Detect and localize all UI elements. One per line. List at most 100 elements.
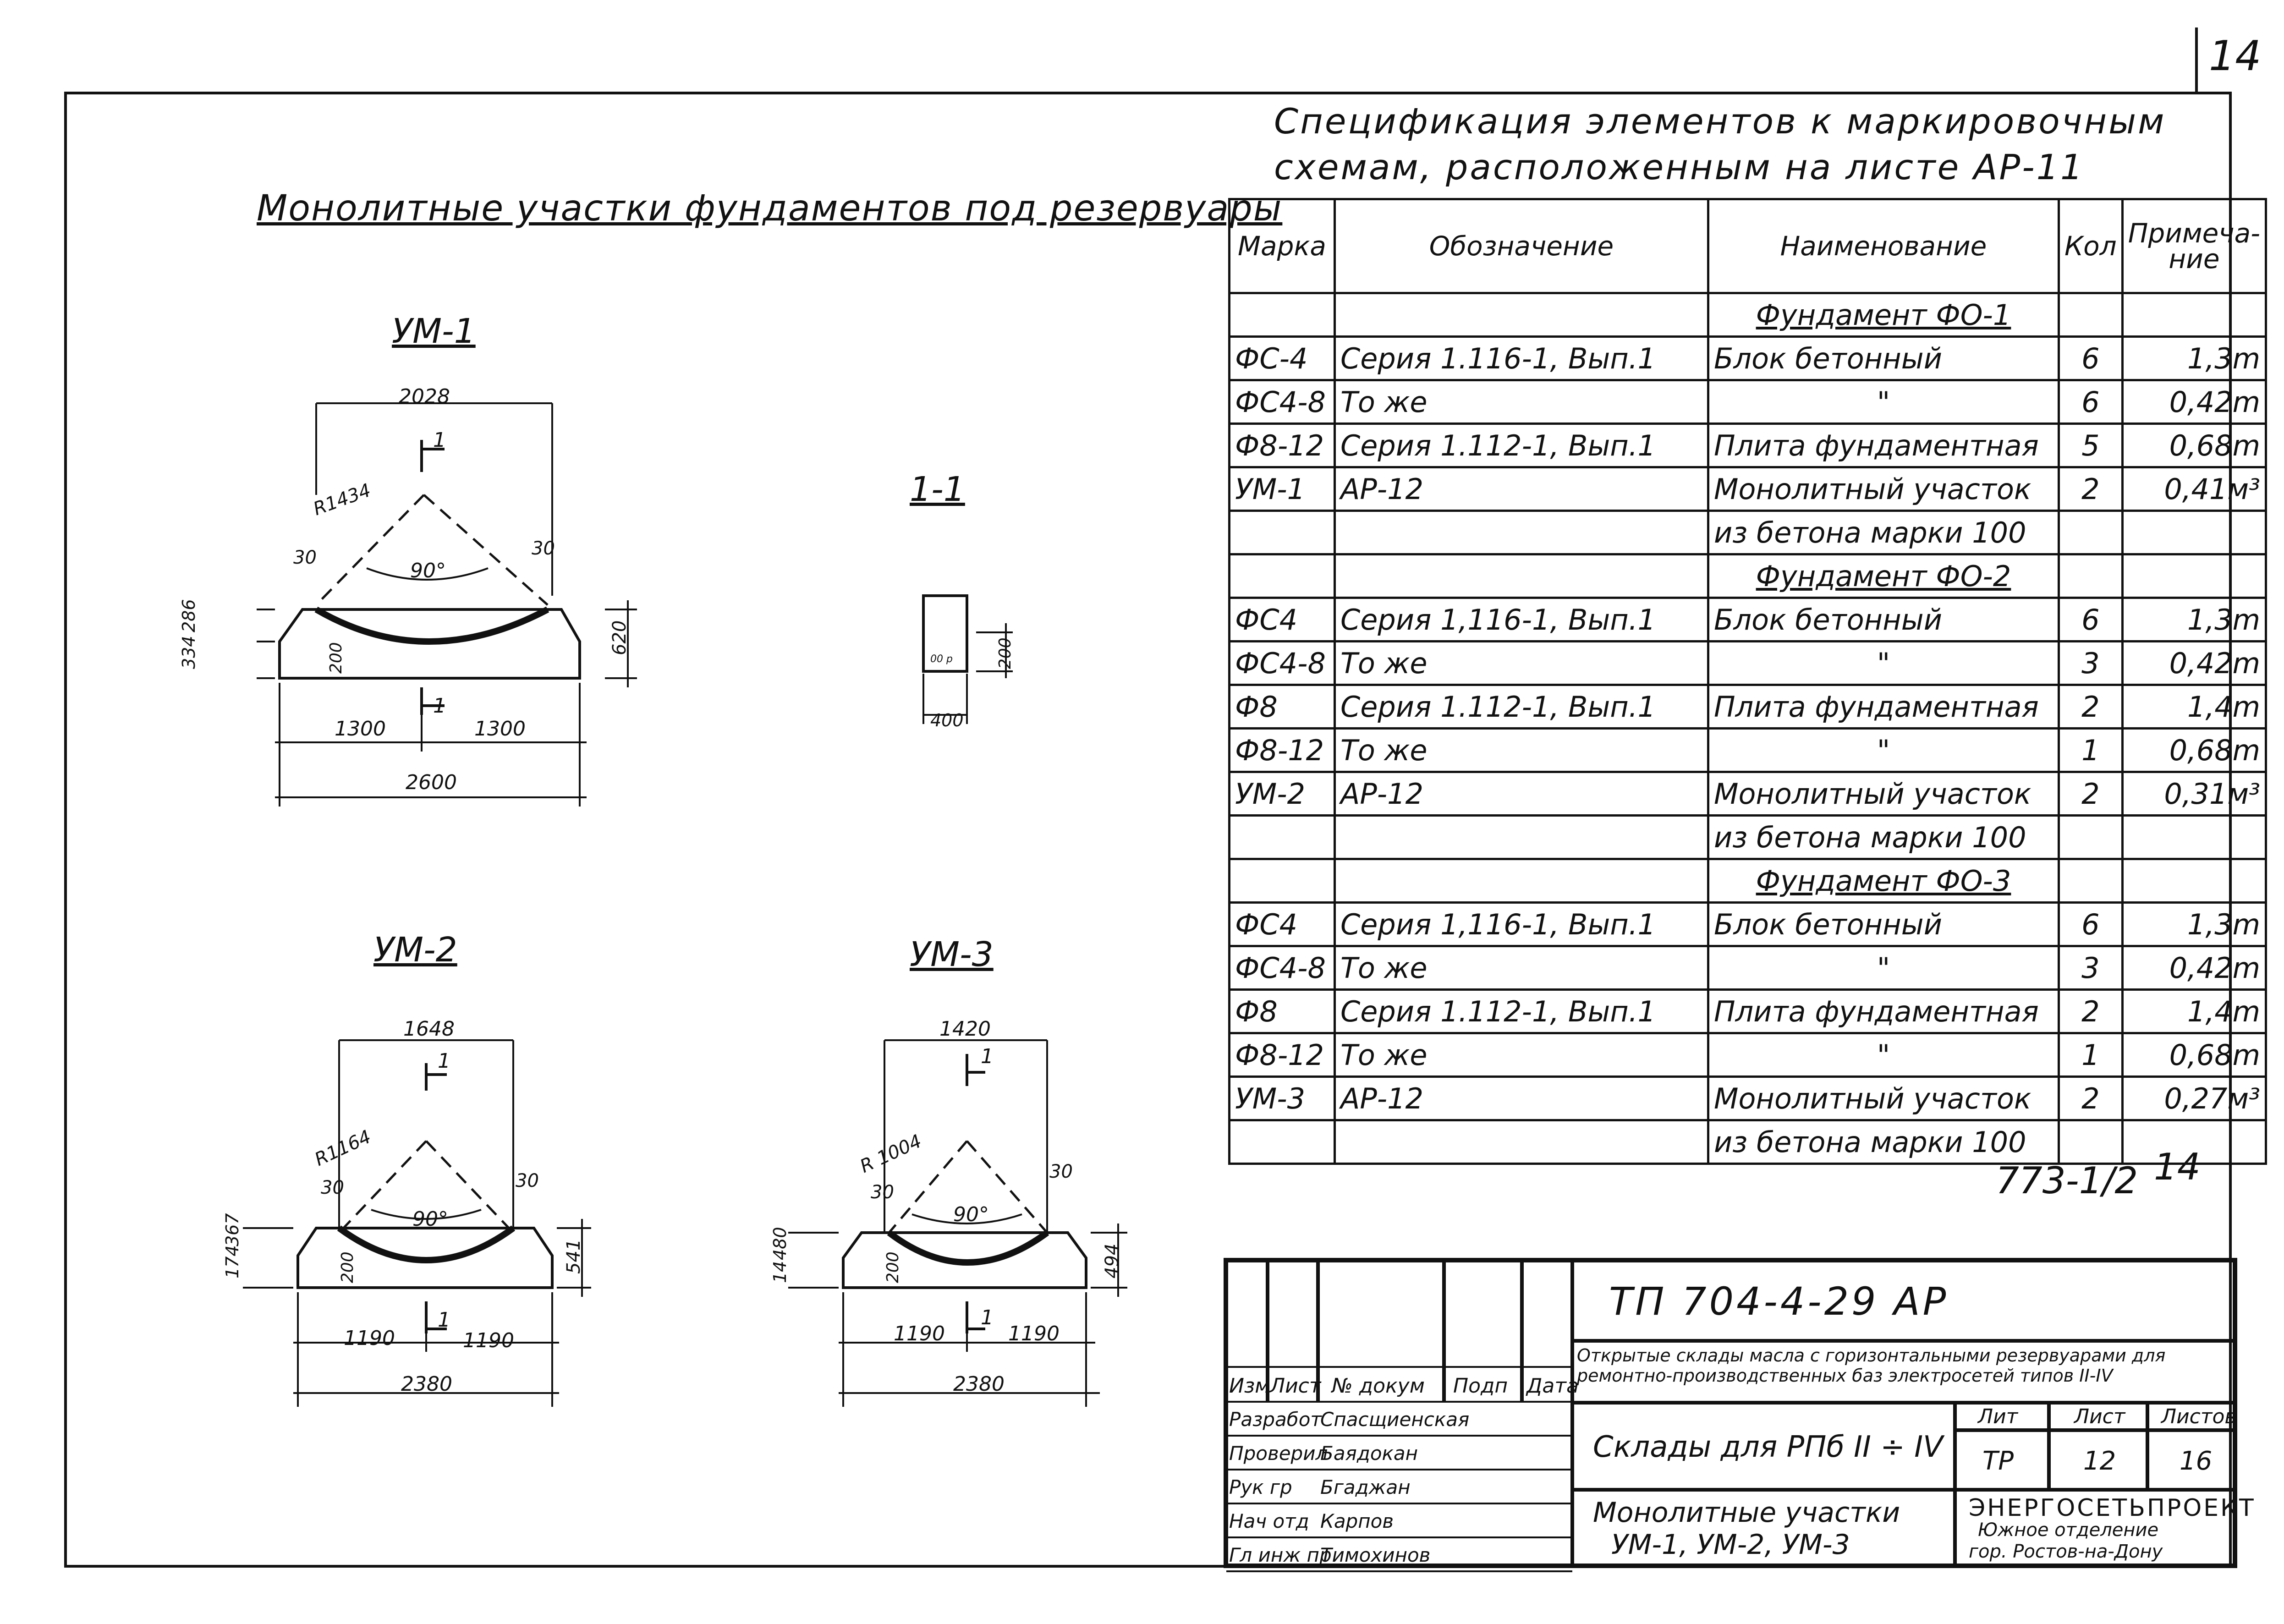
spec-cell-name: Блок бетонный: [1707, 901, 2060, 947]
spec-cell-qty: [2058, 858, 2124, 904]
spec-cell-note: [2121, 858, 2268, 904]
col-mark: Марка: [1228, 198, 1336, 294]
spec-cell-mark: ФС4: [1228, 597, 1336, 642]
spec-cell-qty: 2: [2058, 684, 2124, 730]
spec-cell-name: из бетона марки 100: [1707, 510, 2060, 555]
um1-side-a: 30: [293, 547, 317, 568]
um1-sec-top: 1: [433, 428, 446, 452]
frame-top: [64, 92, 2232, 94]
person: Баядокан: [1320, 1442, 1418, 1465]
um1-base-h: 200: [327, 642, 346, 674]
spec-cell-note: 1,4m: [2121, 988, 2268, 1034]
section-label: 1-1: [910, 470, 965, 509]
spec-cell-mark: ФС4: [1228, 901, 1336, 947]
spec-cell-designation: Серия 1.116-1, Вып.1: [1334, 335, 1709, 381]
um1-angle: 90°: [410, 559, 446, 582]
spec-cell-designation: Серия 1,116-1, Вып.1: [1334, 901, 1709, 947]
um3-angle: 90°: [953, 1203, 989, 1226]
um1-side-b: 30: [532, 538, 555, 559]
spec-cell-qty: [2058, 292, 2124, 338]
spec-cell-note: 1,4m: [2121, 684, 2268, 730]
spec-cell-note: 0,31м³: [2121, 771, 2268, 817]
spec-cell-mark: Ф8-12: [1228, 727, 1336, 773]
um2-base-h: 200: [338, 1251, 357, 1283]
um1-sec-bot: 1: [433, 694, 446, 718]
spec-cell-note: [2121, 553, 2268, 599]
spec-cell-name: Фундамент ФО-3: [1707, 858, 2060, 904]
spec-cell-mark: [1228, 858, 1336, 904]
spec-cell-qty: 6: [2058, 335, 2124, 381]
spec-cell-note: [2121, 510, 2268, 555]
section-w: 400: [930, 710, 964, 730]
spec-cell-designation: [1334, 510, 1709, 555]
hdr-doc: № докум: [1332, 1374, 1425, 1398]
spec-cell-note: 0,68m: [2121, 1032, 2268, 1078]
role: Нач отд: [1229, 1510, 1309, 1532]
person: Спасщиенская: [1320, 1408, 1470, 1431]
drawing-title: Монолитные участки фундаментов под резер…: [257, 188, 1283, 229]
spec-cell-note: 1,3m: [2121, 597, 2268, 642]
spec-cell-name: ": [1707, 379, 2060, 425]
um3-half-l: 1190: [894, 1322, 945, 1345]
um1-h-left-a: 334: [179, 636, 199, 669]
spec-cell-mark: УМ-3: [1228, 1075, 1336, 1121]
um3-side-b: 30: [1049, 1161, 1073, 1182]
spec-cell-designation: [1334, 814, 1709, 860]
um2-top-dim: 1648: [403, 1017, 455, 1041]
spec-cell-qty: 6: [2058, 901, 2124, 947]
doc-code: ТП 704-4-29 АР: [1609, 1279, 1949, 1324]
doc-code-cell: [1572, 1261, 2235, 1341]
spec-cell-designation: [1334, 858, 1709, 904]
um3-radius: R 1004: [857, 1130, 925, 1177]
spec-cell-name: Блок бетонный: [1707, 335, 2060, 381]
frame-bottom: [64, 1565, 2232, 1568]
um1-top-dim: 2028: [399, 385, 450, 408]
spec-cell-qty: [2058, 553, 2124, 599]
spec-cell-qty: 2: [2058, 466, 2124, 512]
col-name: Наименование: [1707, 198, 2060, 294]
section-h: 200: [996, 637, 1015, 669]
um2-radius: R1164: [312, 1126, 374, 1170]
um2-h-left-a: 174: [222, 1245, 242, 1278]
spec-cell-name: Фундамент ФО-1: [1707, 292, 2060, 338]
um3-h-left-a: 14: [770, 1261, 790, 1283]
spec-row: из бетона марки 100: [1228, 510, 2268, 555]
spec-cell-qty: [2058, 1119, 2124, 1165]
hdr-list: Лист: [1270, 1374, 1321, 1398]
drawings-canvas: 2028 R1434 90° 30 30 334 286 620 200 130…: [179, 385, 1127, 1407]
spec-cell-qty: [2058, 510, 2124, 555]
col-qty: Кол: [2058, 198, 2124, 294]
spec-cell-name: Фундамент ФО-2: [1707, 553, 2060, 599]
archive-number: 773-1/2: [1996, 1159, 2138, 1202]
person: Карпов: [1320, 1510, 1394, 1532]
um3-sec-bot: 1: [981, 1306, 994, 1329]
spec-row: Фундамент ФО-3: [1228, 858, 2268, 904]
um1-h-left-b: 286: [179, 599, 199, 632]
spec-cell-mark: ФС4-8: [1228, 379, 1336, 425]
spec-cell-name: из бетона марки 100: [1707, 1119, 2060, 1165]
spec-cell-qty: 3: [2058, 640, 2124, 686]
col-note: Примеча-ние: [2121, 198, 2268, 294]
spec-cell-note: 0,42m: [2121, 640, 2268, 686]
spec-cell-designation: АР-12: [1334, 466, 1709, 512]
spec-cell-mark: ФС-4: [1228, 335, 1336, 381]
spec-cell-qty: 2: [2058, 988, 2124, 1034]
spec-row: из бетона марки 100: [1228, 1119, 2268, 1165]
spec-cell-designation: То же: [1334, 1032, 1709, 1078]
spec-title: Спецификация элементов к маркировочным с…: [1274, 99, 2166, 190]
hdr-date: Дата: [1526, 1374, 1579, 1398]
object-name: Склады для РПб II ÷ IV: [1593, 1430, 1943, 1464]
spec-cell-qty: [2058, 814, 2124, 860]
hdr-stage: Лит: [1978, 1405, 2018, 1428]
spec-cell-designation: Серия 1.112-1, Вып.1: [1334, 988, 1709, 1034]
spec-cell-designation: АР-12: [1334, 771, 1709, 817]
hdr-sheets: Листов: [2161, 1405, 2237, 1428]
spec-cell-mark: [1228, 510, 1336, 555]
sheet-value: 12: [2083, 1446, 2116, 1476]
